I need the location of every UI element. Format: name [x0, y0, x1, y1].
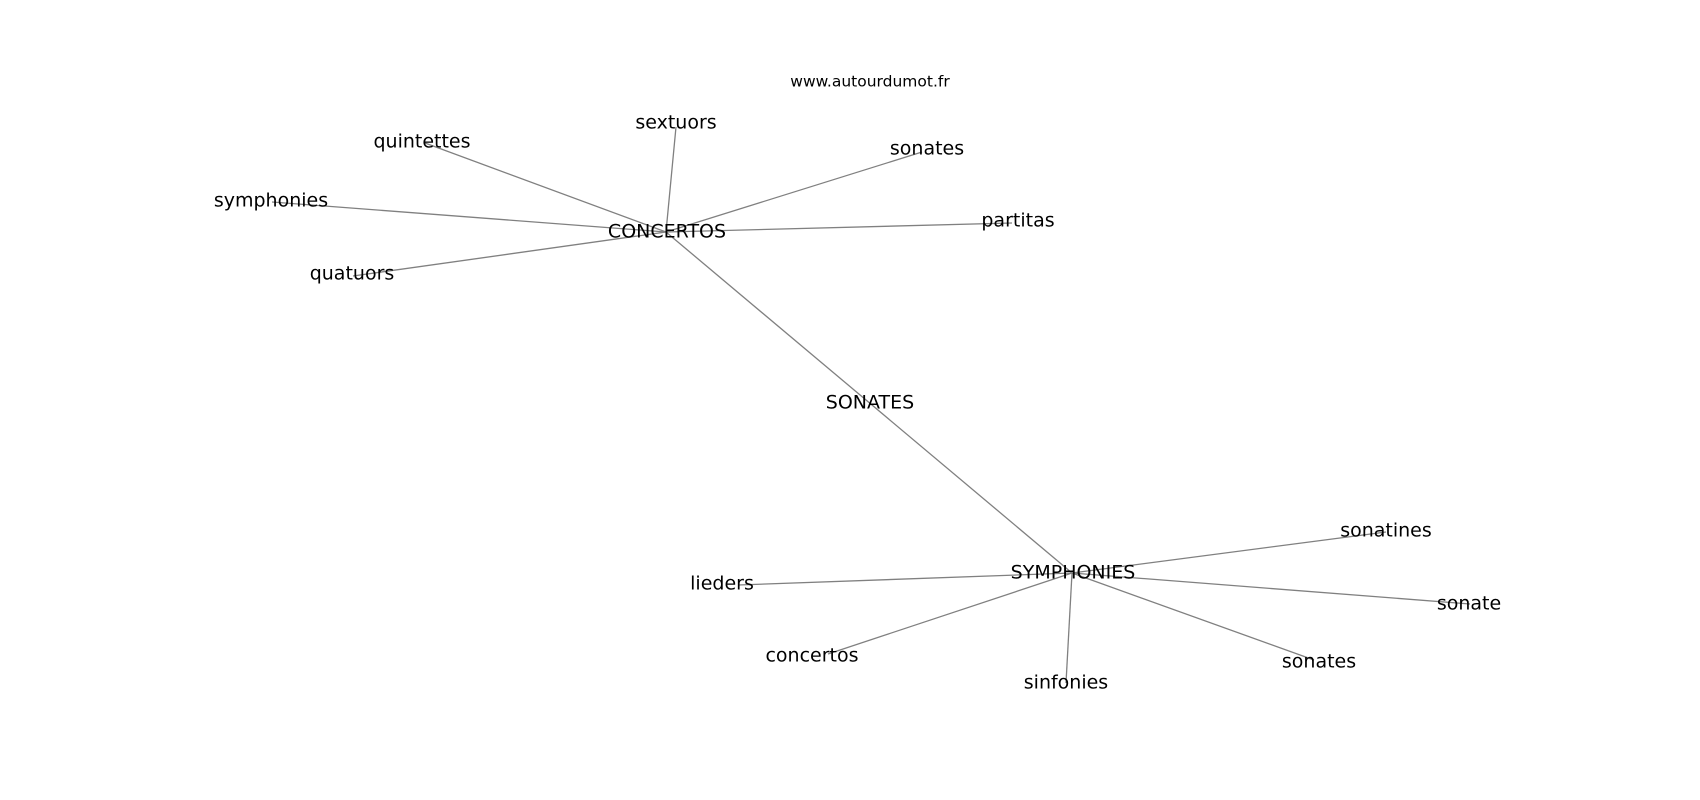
- node-sextuors: sextuors: [635, 112, 716, 134]
- node-concertos: concertos: [765, 645, 858, 667]
- edge-symphonies-sonate: [1071, 572, 1471, 605]
- node-quatuors: quatuors: [310, 263, 395, 285]
- node-quintettes: quintettes: [373, 131, 470, 153]
- node-lieders: lieders: [690, 573, 754, 595]
- node-center: SONATES: [826, 392, 914, 414]
- edge-symphonies-concertos: [827, 572, 1073, 655]
- edge-concertos-sextuors: [665, 126, 677, 233]
- edge-symphonies-lieders: [737, 572, 1073, 586]
- edge-concertos-symphonies: [271, 201, 667, 233]
- node-sonates-2: sonates: [1282, 651, 1356, 673]
- edge-symphonies-sinfonies: [1065, 572, 1073, 684]
- graph-edges: [271, 126, 1471, 684]
- edge-symphonies-sonates: [1071, 572, 1315, 661]
- edge-symphonies-sonatines: [1071, 531, 1387, 574]
- edge-concertos-symphonies: [665, 231, 1073, 574]
- node-sonate: sonate: [1437, 593, 1501, 615]
- edge-concertos-quintettes: [424, 142, 667, 233]
- node-sonates-1: sonates: [890, 138, 964, 160]
- node-hub-symphonies: SYMPHONIES: [1011, 562, 1136, 584]
- node-partitas: partitas: [981, 210, 1054, 232]
- edge-concertos-quatuors: [352, 231, 667, 277]
- site-watermark: www.autourdumot.fr: [790, 73, 950, 91]
- edge-concertos-partitas: [665, 222, 1013, 233]
- node-symphonies: symphonies: [214, 190, 328, 212]
- node-sonatines: sonatines: [1340, 520, 1432, 542]
- edge-concertos-sonates: [665, 151, 923, 233]
- node-sinfonies: sinfonies: [1024, 672, 1108, 694]
- node-hub-concertos: CONCERTOS: [608, 221, 726, 243]
- graph-labels: www.autourdumot.fr SONATES CONCERTOS qui…: [214, 73, 1501, 694]
